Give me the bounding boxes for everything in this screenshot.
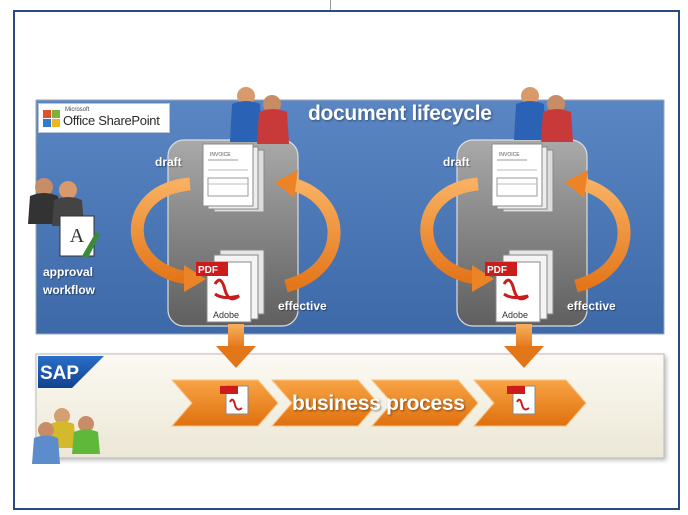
adobe-label-right: Adobe [502,310,528,320]
arrow-down-right [504,324,544,368]
invoice-label-right: INVOICE [499,152,520,158]
arrow-down-left [216,324,256,368]
svg-text:A: A [70,225,85,247]
approval-label-line2: workflow [43,283,96,297]
sap-logo-text: SAP [40,363,79,384]
invoice-document-right [491,143,554,213]
adobe-label-left: Adobe [213,310,239,320]
people-icon-left [230,87,289,144]
sharepoint-logo: Microsoft Office SharePoint [38,103,170,133]
pdf-document-right [485,249,554,323]
office-logo-icon [43,110,60,127]
sharepoint-logo-microsoft: Microsoft [65,107,90,113]
effective-label-right: effective [567,299,616,313]
cycle-arrows-right [420,170,631,293]
approval-label-line1: approval [43,265,94,279]
approval-workflow-icon: A [28,178,100,258]
cycle-arrows-left [130,170,341,293]
pdf-label-right: PDF [487,265,507,276]
frame-divider [330,0,331,10]
invoice-document-left [202,143,265,213]
business-process-label: business process [292,392,465,415]
pdf-document-left [196,249,265,323]
people-icon-right [514,87,573,142]
pdf-label-left: PDF [198,265,218,276]
effective-label-left: effective [278,299,327,313]
sap-logo-shape [38,356,104,388]
sap-people-icon [32,408,100,464]
draft-label-right: draft [443,155,470,169]
pdf-icon-process-left [220,385,249,415]
pdf-icon-process-right [507,385,536,415]
diagram-title: document lifecycle [308,102,492,125]
invoice-label-left: INVOICE [210,152,231,158]
business-process-chevrons [170,379,587,427]
sharepoint-logo-text: Office SharePoint [63,113,160,128]
draft-label-left: draft [155,155,182,169]
